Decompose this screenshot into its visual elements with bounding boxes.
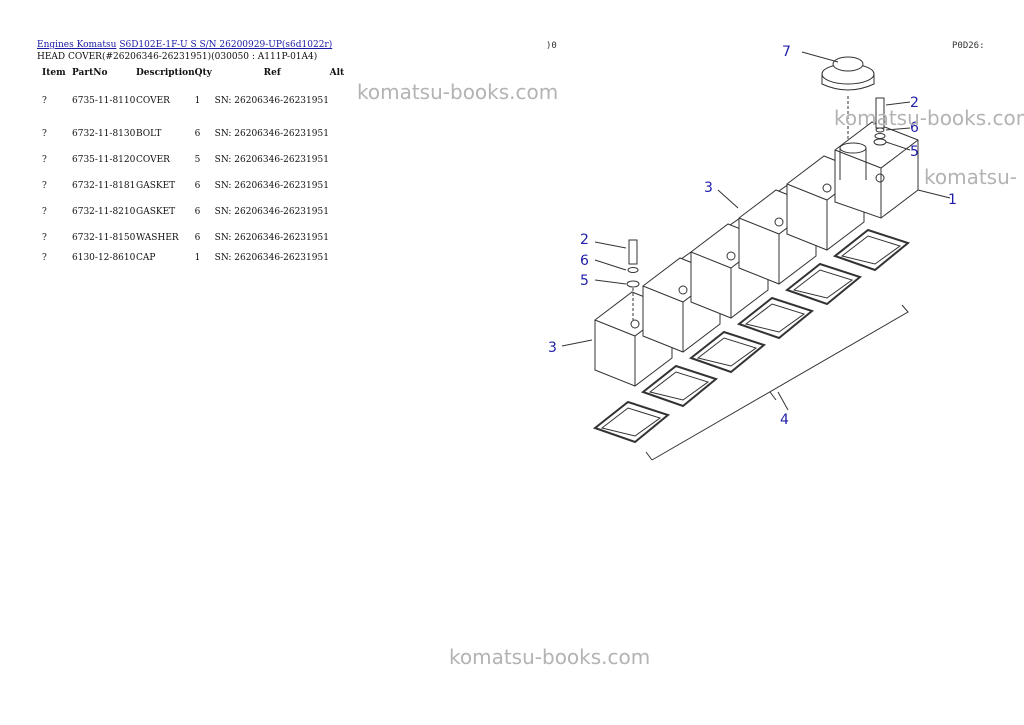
watermark: komatsu-books.com: [449, 645, 651, 669]
table-row: ? 6732-11-8181 GASKET 6 SN: 26206346-262…: [37, 173, 360, 199]
col-ref-header: Ref: [263, 68, 281, 78]
cell-qty: 6: [194, 181, 201, 191]
cell-qty: 1: [194, 253, 201, 263]
watermark: komatsu-books.com: [357, 80, 559, 104]
parts-diagram: )0 P0D26:: [546, 41, 985, 461]
table-header-row: Item PartNo Description Qty Ref Alt: [37, 65, 360, 81]
cell-qty: 1: [194, 96, 201, 106]
cell-description: COVER: [136, 96, 170, 106]
cell-partno: 6732-11-8150: [72, 233, 136, 243]
cell-alt: [330, 147, 360, 173]
figure-code-right: P0D26:: [952, 41, 985, 51]
callout-2-right: 2: [910, 95, 919, 111]
col-item-header: Item: [42, 68, 66, 78]
cell-ref: SN: 26206346-26231951: [214, 129, 329, 139]
table-row: ? 6735-11-8110 COVER 1 SN: 26206346-2623…: [37, 81, 360, 121]
gasket-group: [592, 228, 911, 444]
callout-4: 4: [780, 412, 789, 428]
cell-qty: 6: [194, 129, 201, 139]
watermark: komatsu-books.com: [834, 106, 1024, 130]
cell-qty: 5: [194, 155, 201, 165]
cell-item: ?: [42, 96, 47, 106]
table-row: ? 6732-11-8150 WASHER 6 SN: 26206346-262…: [37, 225, 360, 251]
table-row: ? 6735-11-8120 COVER 5 SN: 26206346-2623…: [37, 147, 360, 173]
watermark: komatsu-: [924, 165, 1017, 189]
cell-item: ?: [42, 129, 47, 139]
callout-3-left: 3: [548, 340, 557, 356]
cell-qty: 6: [194, 207, 201, 217]
cell-alt: [330, 199, 360, 225]
breadcrumb: Engines Komatsu S6D102E-1F-U S S/N 26200…: [37, 39, 332, 51]
callout-7: 7: [782, 44, 791, 60]
parts-table: Item PartNo Description Qty Ref Alt ? 67…: [37, 65, 360, 265]
cell-partno: 6735-11-8120: [72, 155, 136, 165]
cover-group: [594, 121, 919, 387]
cell-description: CAP: [136, 253, 156, 263]
cell-item: ?: [42, 155, 47, 165]
figure-code-left: )0: [546, 41, 557, 51]
col-partno-header: PartNo: [72, 68, 108, 78]
cell-alt: [330, 225, 360, 251]
cell-alt: [330, 173, 360, 199]
cell-item: ?: [42, 181, 47, 191]
cell-item: ?: [42, 207, 47, 217]
callout-2-left: 2: [580, 232, 589, 248]
callout-labels: 7 2 6 5 1 3 2 6 5 3 4: [548, 44, 957, 428]
cell-qty: 6: [194, 233, 201, 243]
callout-6-right: 6: [910, 120, 919, 136]
cell-ref: SN: 26206346-26231951: [214, 181, 329, 191]
cell-alt: [330, 81, 360, 121]
callout-1: 1: [948, 192, 957, 208]
callout-3-top: 3: [704, 180, 713, 196]
cell-description: BOLT: [136, 129, 162, 139]
cell-description: GASKET: [136, 181, 176, 191]
cell-partno: 6732-11-8210: [72, 207, 136, 217]
col-alt-header: Alt: [329, 68, 345, 78]
callout-5-right: 5: [910, 144, 919, 160]
cell-ref: SN: 26206346-26231951: [214, 253, 329, 263]
cell-description: WASHER: [136, 233, 179, 243]
cell-alt: [330, 251, 360, 265]
cell-partno: 6130-12-8610: [72, 253, 136, 263]
cell-item: ?: [42, 233, 47, 243]
table-row: ? 6732-11-8130 BOLT 6 SN: 26206346-26231…: [37, 121, 360, 147]
cell-description: GASKET: [136, 207, 176, 217]
col-qty-header: Qty: [194, 68, 212, 78]
cell-ref: SN: 26206346-26231951: [214, 233, 329, 243]
cell-partno: 6735-11-8110: [72, 96, 136, 106]
cell-partno: 6732-11-8181: [72, 181, 136, 191]
page-subtitle: HEAD COVER(#26206346-26231951)(030050 : …: [37, 52, 318, 62]
callout-6-left: 6: [580, 253, 589, 269]
cell-partno: 6732-11-8130: [72, 129, 136, 139]
table-row: ? 6732-11-8210 GASKET 6 SN: 26206346-262…: [37, 199, 360, 225]
cell-ref: SN: 26206346-26231951: [214, 207, 329, 217]
callout-5-left: 5: [580, 273, 589, 289]
cell-ref: SN: 26206346-26231951: [214, 155, 329, 165]
cell-item: ?: [42, 253, 47, 263]
engines-link[interactable]: Engines Komatsu: [37, 40, 117, 50]
col-description-header: Description: [136, 68, 195, 78]
table-row: ? 6130-12-8610 CAP 1 SN: 26206346-262319…: [37, 251, 360, 265]
cell-ref: SN: 26206346-26231951: [214, 96, 329, 106]
cell-description: COVER: [136, 155, 170, 165]
model-link[interactable]: S6D102E-1F-U S S/N 26200929-UP(s6d1022r): [119, 40, 333, 50]
cell-alt: [330, 121, 360, 147]
